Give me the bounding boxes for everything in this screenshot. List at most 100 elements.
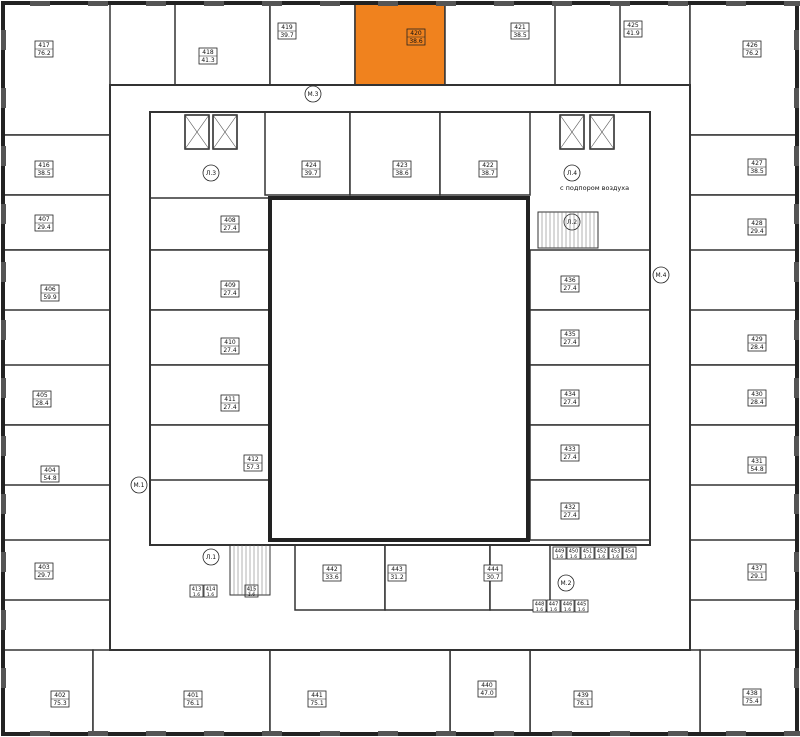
unit-area[interactable] [2,194,111,251]
unit-area[interactable] [149,364,271,426]
unit-area[interactable] [92,649,271,735]
storage-box[interactable] [546,599,561,613]
storage-box[interactable] [608,546,623,560]
storage-box[interactable] [560,599,575,613]
unit-area[interactable] [444,2,556,86]
unit-area[interactable] [689,309,798,366]
unit-area[interactable] [619,2,691,86]
unit-area[interactable] [149,197,271,251]
unit-area[interactable] [2,539,111,601]
unit-area[interactable] [2,364,111,426]
storage-box[interactable] [566,546,581,560]
storage-box[interactable] [622,546,637,560]
storage-box[interactable] [203,584,218,598]
storage-box[interactable] [580,546,595,560]
unit-area[interactable] [174,2,271,86]
storage-box[interactable] [532,599,547,613]
unit-area[interactable] [149,309,271,366]
unit-area[interactable] [529,479,651,541]
unit-area[interactable] [2,2,111,136]
unit-area[interactable] [529,364,651,426]
unit-area[interactable] [2,134,111,196]
unit-area[interactable] [689,2,798,136]
storage-box[interactable] [552,546,567,560]
unit-area[interactable] [2,649,94,735]
unit-area[interactable] [149,424,271,481]
unit-area[interactable] [269,2,356,86]
storage-box[interactable] [594,546,609,560]
unit-area[interactable] [689,364,798,426]
unit-area[interactable] [529,309,651,366]
unit-area[interactable] [529,249,651,311]
unit-area[interactable] [689,194,798,251]
unit-area[interactable] [689,539,798,601]
storage-box[interactable] [189,584,204,598]
storage-box[interactable] [574,599,589,613]
unit-area[interactable] [439,111,531,196]
unit-area[interactable] [689,134,798,196]
unit-area[interactable] [529,424,651,481]
unit-area[interactable] [354,2,446,86]
unit-area[interactable] [349,111,441,196]
unit-area[interactable] [269,649,451,735]
unit-area[interactable] [689,424,798,486]
unit-area[interactable] [149,249,271,311]
unit-area[interactable] [264,111,351,196]
unit-area[interactable] [529,649,701,735]
